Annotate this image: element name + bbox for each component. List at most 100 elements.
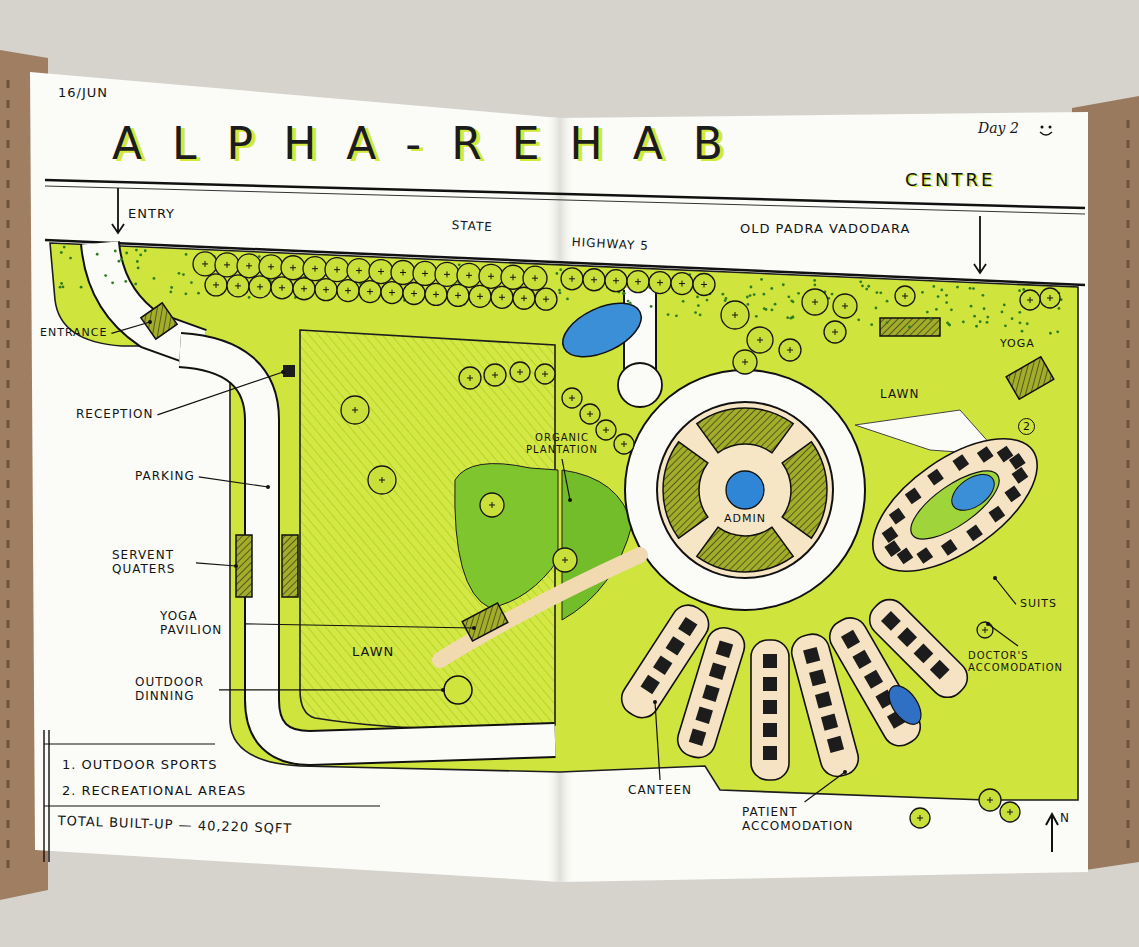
tree-canopy: [484, 364, 506, 386]
highway-edge: [45, 186, 1085, 214]
tree-mark: [621, 441, 627, 447]
shrub-dot: [118, 260, 121, 263]
tree-mark: [312, 266, 318, 272]
shrub-dot: [945, 294, 948, 297]
tree-symbol: [824, 321, 846, 343]
shrub-dot: [908, 325, 911, 328]
tree-symbol: [535, 288, 557, 310]
shrub-dot: [813, 279, 816, 282]
tree-canopy: [271, 277, 293, 299]
tree-mark: [352, 407, 358, 413]
tree-symbol: [193, 252, 217, 276]
tree-symbol: [469, 285, 491, 307]
tree-canopy: [413, 261, 437, 285]
tree-mark: [701, 282, 707, 288]
shrub-dot: [760, 278, 763, 281]
leader-dot: [472, 626, 476, 630]
tree-symbol: [649, 272, 671, 294]
suites-ring: [851, 413, 1059, 597]
tree-canopy: [605, 270, 627, 292]
gate-building: [880, 318, 940, 336]
tree-canopy: [325, 258, 349, 282]
shrub-dot: [1019, 321, 1022, 324]
wing-outline: [751, 640, 789, 780]
patient-room: [815, 691, 832, 708]
tree-canopy: [733, 350, 757, 374]
tree-canopy: [596, 420, 616, 440]
shrub-dot: [559, 268, 562, 271]
tree-canopy: [779, 339, 801, 361]
note-rule: [44, 744, 380, 806]
tree-mark: [334, 267, 340, 273]
leader-dot: [148, 320, 152, 324]
patient-room: [666, 636, 685, 655]
tree-canopy: [649, 272, 671, 294]
shrub-dot: [857, 318, 860, 321]
tree-symbol: [391, 260, 415, 284]
suite-room: [997, 446, 1014, 463]
tree-mark: [732, 312, 738, 318]
tree-canopy: [459, 367, 481, 389]
entrance-building: [141, 303, 177, 339]
tree-symbol: [605, 270, 627, 292]
shrub-dots: [59, 246, 1063, 335]
shrub-dot: [753, 293, 756, 296]
shrub-dot: [983, 307, 986, 310]
callout-label: OUTDOOR DINNING: [135, 676, 215, 704]
tree-mark: [569, 276, 575, 282]
tree-canopy: [293, 278, 315, 300]
shrub-dot: [749, 294, 752, 297]
tree-mark: [400, 269, 406, 275]
shrub-dot: [170, 286, 173, 289]
tree-symbol: [368, 466, 396, 494]
shrub-dot: [1021, 330, 1024, 333]
suite-room: [927, 469, 944, 486]
suites-court: [901, 459, 1009, 551]
callout-label: ENTRANCE: [40, 327, 107, 340]
leader-dot: [266, 485, 270, 489]
tree-symbol: [535, 364, 555, 384]
tree-canopy: [824, 321, 846, 343]
tree-canopy: [447, 284, 469, 306]
entry-arrow: [974, 216, 986, 273]
shrub-dot: [831, 293, 834, 296]
tree-mark: [379, 477, 385, 483]
patient-room: [640, 675, 659, 694]
leader-dot: [441, 688, 445, 692]
leader-dot: [234, 564, 238, 568]
tree-mark: [477, 293, 483, 299]
tree-canopy: [979, 789, 1001, 811]
tree-mark: [323, 287, 329, 293]
patient-wings: [615, 593, 974, 781]
outdoor-dining: [444, 676, 472, 704]
tree-mark: [591, 277, 597, 283]
tree-symbol: [435, 262, 459, 286]
shrub-dot: [1026, 322, 1029, 325]
shrub-dot: [932, 285, 935, 288]
leader-line: [111, 322, 150, 333]
shrub-dot: [622, 292, 625, 295]
patient-room: [841, 630, 860, 649]
tree-symbol: [977, 622, 993, 638]
admin-court-pool: [726, 471, 764, 509]
area-label: LAWN: [352, 645, 394, 660]
patient-room: [702, 684, 719, 701]
tree-mark: [902, 293, 908, 299]
shrub-dot: [879, 291, 882, 294]
water-body: [555, 292, 650, 367]
tree-mark: [510, 274, 516, 280]
tree-canopy: [627, 271, 649, 293]
organic-plantation: [455, 464, 558, 608]
shrub-dot: [973, 315, 976, 318]
tree-symbol: [580, 404, 600, 424]
tree-mark: [411, 290, 417, 296]
tree-symbol: [341, 396, 369, 424]
shrub-dot: [975, 325, 978, 328]
shrub-dot: [921, 291, 924, 294]
tree-mark: [982, 627, 988, 633]
stitching: [1127, 120, 1130, 850]
tree-symbol: [447, 284, 469, 306]
shrub-dot: [770, 287, 773, 290]
patient-room: [653, 656, 672, 675]
tree-symbol: [833, 294, 857, 318]
